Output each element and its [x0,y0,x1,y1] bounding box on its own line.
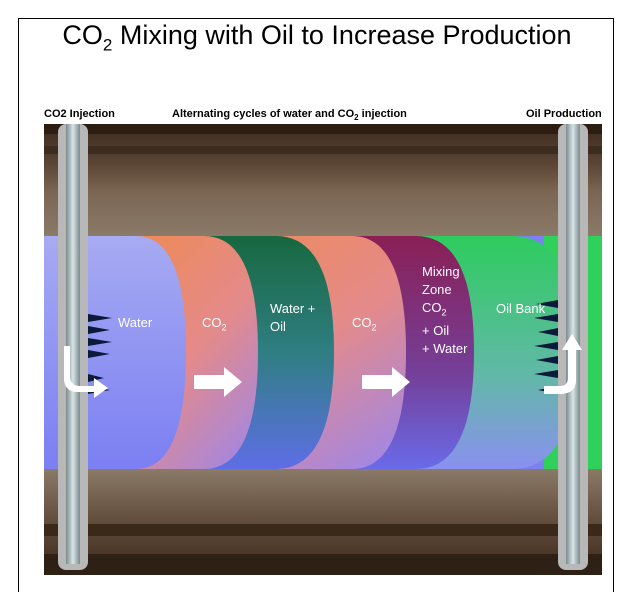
co2-injection-label: CO2 Injection [44,108,115,120]
lower-rock-band [44,554,602,575]
injection-arrow-icon [64,346,108,398]
water-zone-label: Water [118,315,153,330]
co2-zone-label-second: CO2 [352,315,377,333]
upper-rock-band [44,146,602,154]
oil-production-label: Oil Production [526,108,602,120]
figure-frame [18,18,614,592]
page-title: CO2 Mixing with Oil to Increase Producti… [62,20,572,55]
lower-rock-band [44,524,602,536]
reservoir-diagram [44,124,602,575]
flow-arrow [362,367,410,397]
production-arrow-icon [544,334,582,394]
co2-zone-label: CO2 [202,315,227,333]
mixing-zone-label: Mixing Zone CO2 + Oil + Water [422,264,468,356]
oil-bank-label: Oil Bank [496,301,546,316]
water-oil-zone-label: Water +Oil [270,301,316,334]
upper-rock-band [44,124,602,134]
upper-rock-layer [44,124,602,236]
injection-well-pipe [66,124,80,564]
flow-arrow [194,367,242,397]
alternating-cycles-label: Alternating cycles of water and CO2 inje… [172,108,407,123]
